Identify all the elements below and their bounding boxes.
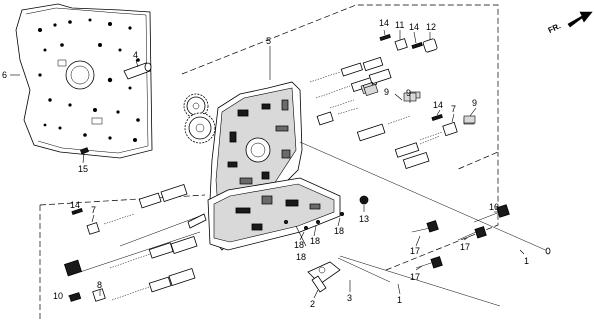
pump-gears [183,93,216,144]
callout-3: 3 [347,293,352,303]
lower-body-passages [235,195,321,231]
top-small-parts [379,33,476,124]
callout-18-b: 18 [310,236,320,246]
valve-spools-upper [309,56,475,169]
callout-2: 2 [310,299,315,309]
callout-6: 6 [2,70,7,80]
front-label: FR. [547,21,562,35]
callout-17-right: 17 [460,242,470,252]
callout-1-right: 1 [524,256,529,266]
callout-16: 16 [489,202,499,212]
main-valve-body [207,81,341,251]
callout-8: 8 [97,280,102,290]
front-arrow-icon [567,11,593,28]
callout-14-top-right: 14 [409,22,419,32]
callout-14-mid: 14 [433,100,443,110]
nut-and-pins [283,195,369,230]
callout-11: 11 [395,20,404,30]
callout-17-bottom: 17 [410,272,420,282]
shafts [299,141,551,307]
callout-9-right: 9 [472,98,477,108]
bolts [411,204,510,269]
front-direction-indicator: FR. [547,11,593,35]
valve-spools-left [63,184,207,302]
callout-12: 12 [426,22,436,32]
callout-15: 15 [78,164,88,174]
callout-17-left: 17 [410,246,420,256]
separator-plate-holes [38,18,140,142]
dowel-pin [123,62,152,80]
callout-5: 5 [266,36,271,46]
callout-10: 10 [53,291,63,301]
shift-lever [307,261,341,293]
callout-18-c: 18 [334,226,344,236]
callout-14-left: 14 [70,200,80,210]
locating-pin [79,147,89,155]
callout-14-top-left: 14 [379,18,389,28]
callout-18-d: 18 [296,252,306,262]
callout-4: 4 [133,50,138,60]
callout-labels: 6 4 5 15 14 11 14 12 9 9 14 7 9 13 14 7 … [2,18,529,309]
filter-plates [363,83,379,97]
callout-13: 13 [359,214,369,224]
callout-18-a: 18 [294,240,304,250]
separator-plate [15,3,153,159]
leader-lines [10,29,525,299]
callout-7-mid: 7 [451,104,456,114]
callout-1-lower: 1 [397,295,402,305]
callout-7-left: 7 [91,205,96,215]
callout-9-left: 9 [384,87,389,97]
callout-9-center: 9 [406,88,411,98]
